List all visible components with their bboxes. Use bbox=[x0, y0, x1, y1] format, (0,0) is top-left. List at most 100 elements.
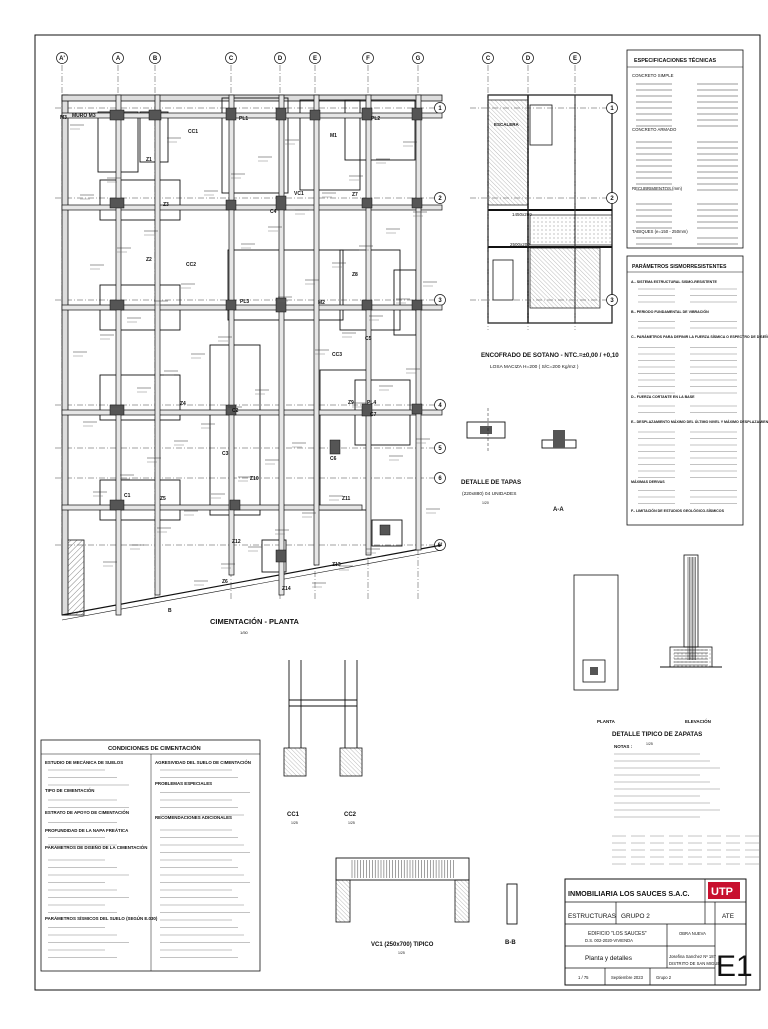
footing-title: DETALLE TIPICO DE ZAPATAS bbox=[612, 731, 702, 738]
basement-bubble-col-1-circle bbox=[522, 52, 534, 64]
grid-bubble-col-7-circle bbox=[412, 52, 424, 64]
vc1-beam-elevation: VC1 (250x700) TIPICO 1/25 B-B bbox=[335, 857, 518, 955]
plan-label-Z2: Z2 bbox=[146, 257, 152, 263]
plan-label-C7: C7 bbox=[370, 412, 377, 418]
cc2-label: CC2 bbox=[344, 812, 357, 818]
specs-tabiques: TABIQUES (e=150 - 250mm) bbox=[632, 229, 688, 234]
plan-element-labels: CC1CC2CC3M1M2M3Z1Z2Z3Z4Z5Z6Z7Z8Z9Z10Z11Z… bbox=[60, 115, 380, 592]
conditions-right-0: AGRESIVIDAD DEL SUELO DE CIMENTACIÓN bbox=[155, 760, 251, 765]
grid-bubble-row-5-circle bbox=[434, 472, 446, 484]
plan-label-CC1: CC1 bbox=[188, 129, 198, 135]
footing-plan-column bbox=[590, 667, 598, 675]
tb-date: Septiembre 2023 bbox=[611, 975, 644, 980]
plan-label-Z11: Z11 bbox=[342, 496, 351, 502]
column-25 bbox=[379, 524, 391, 536]
seismic-item-6: F.- LIMITACIÓN DE ESTUDIOS GEOLÓGICO-SÍS… bbox=[631, 508, 725, 513]
grid-bubble-row-3-label: 4 bbox=[438, 403, 442, 409]
tb-logo-bg bbox=[708, 882, 740, 899]
column-3 bbox=[275, 107, 287, 121]
basement-slab-b bbox=[529, 247, 601, 309]
vc1-section-label: B-B bbox=[505, 940, 516, 946]
basement-bubble-row-1-circle bbox=[606, 192, 618, 204]
basement-stair bbox=[487, 99, 529, 206]
tb-specialty: ESTRUCTURAS bbox=[568, 913, 616, 920]
tie-beams bbox=[61, 94, 443, 616]
typical-footing-detail: PLANTA ELEVACIÓN DETALLE TIPICO DE ZAPAT… bbox=[573, 554, 722, 746]
plan-label-CC3: CC3 bbox=[332, 352, 342, 358]
footing-7 bbox=[99, 374, 181, 421]
grid-bubble-col-7-label: G bbox=[416, 56, 421, 62]
column-15 bbox=[361, 299, 373, 311]
footing-5 bbox=[99, 179, 181, 221]
column-2 bbox=[225, 107, 237, 121]
plan-label-Z6: Z6 bbox=[222, 579, 228, 585]
basement-bubble-col-2-circle bbox=[569, 52, 581, 64]
column-11 bbox=[411, 197, 423, 209]
plan-label-C3: C3 bbox=[222, 451, 229, 457]
footing-rebar bbox=[674, 557, 708, 666]
plan-label-Z8: Z8 bbox=[352, 272, 358, 278]
conditions-right-items: AGRESIVIDAD DEL SUELO DE CIMENTACIÓN PROB… bbox=[155, 760, 251, 820]
seismic-item-4: E.- DESPLAZAMIENTO MÁXIMO DEL ÚLTIMO NIV… bbox=[631, 419, 768, 424]
cover-section-block bbox=[553, 430, 565, 448]
grid-bubble-row-2-label: 3 bbox=[438, 298, 442, 304]
tb-author: Grupo 2 bbox=[656, 975, 672, 980]
plan-label-Z9: Z9 bbox=[348, 400, 354, 406]
vc1-stirrups bbox=[351, 860, 454, 878]
notes-filler-lines bbox=[614, 753, 720, 818]
column-17 bbox=[109, 404, 125, 416]
plan-label-C5: C5 bbox=[365, 336, 372, 342]
plan-label-C6: C6 bbox=[330, 456, 337, 462]
grid-bubble-row-4-circle bbox=[434, 442, 446, 454]
technical-specs-panel: ESPECIFICACIONES TÉCNICAS CONCRETO SIMPL… bbox=[626, 49, 744, 249]
column-12 bbox=[109, 299, 125, 311]
footing-4 bbox=[344, 99, 416, 161]
tie-beam-sections: CC1 CC2 1/25 1/25 bbox=[283, 660, 363, 825]
seismic-params-panel: PARÁMETROS SISMORRESISTENTES A.- SISTEMA… bbox=[626, 255, 768, 526]
cover-title: DETALLE DE TAPAS bbox=[461, 479, 521, 486]
vc1-beam-body bbox=[335, 857, 470, 881]
seismic-item-3: D.- FUERZA CORTANTE EN LA BASE bbox=[631, 395, 695, 399]
cc1-label: CC1 bbox=[287, 812, 300, 818]
column-14 bbox=[275, 297, 287, 313]
tb-type: OBRA NUEVA bbox=[679, 931, 706, 936]
tb-sheet-number: E1 bbox=[716, 950, 753, 983]
basement-title: ENCOFRADO DE SOTANO - NTC.=±0,00 / +0,10 bbox=[481, 352, 619, 359]
cover-plan bbox=[466, 421, 506, 439]
conditions-right-2: RECOMENDACIONES ADICIONALES bbox=[155, 815, 232, 820]
plan-label-PL3: PL3 bbox=[240, 299, 249, 305]
conditions-left-5: PARÁMETROS SÍSMICOS DEL SUELO (SEGÚN E.0… bbox=[45, 916, 158, 921]
plan-label-Z13: Z13 bbox=[332, 562, 341, 568]
notes-panel: NOTAS : bbox=[612, 744, 759, 865]
plan-label-M1: M1 bbox=[330, 133, 337, 139]
tie-beam-10 bbox=[365, 94, 372, 556]
basement-bubble-col-0-label: C bbox=[486, 56, 491, 62]
vc1-scale: 1/25 bbox=[398, 951, 405, 955]
basement-bubble-row-2-label: 3 bbox=[610, 298, 614, 304]
perimeter-wall-bottom bbox=[61, 544, 443, 616]
seismic-item-2: C.- PARÁMETROS PARA DEFINIR LA FUERZA SÍ… bbox=[631, 334, 768, 339]
conditions-right-1: PROBLEMAS ESPECIALES bbox=[155, 781, 212, 786]
grid-bubble-col-4-circle bbox=[274, 52, 286, 64]
seismic-box bbox=[626, 255, 744, 526]
cc1-footing bbox=[283, 747, 307, 777]
column-16 bbox=[411, 299, 423, 311]
basement-bubble-row-0-label: 1 bbox=[610, 106, 614, 112]
plan-label-PL4: PL4 bbox=[367, 400, 376, 406]
plan-corner-label: MURO M3 bbox=[72, 113, 96, 119]
grid-bubble-col-2-circle bbox=[149, 52, 161, 64]
plan-label-Z1: Z1 bbox=[146, 157, 152, 163]
title-block: INMOBILIARIA LOS SAUCES S.A.C. UTP ESTRU… bbox=[564, 878, 753, 986]
specs-concreto-simple: CONCRETO SIMPLE bbox=[632, 73, 674, 78]
specs-filler-lines bbox=[636, 83, 738, 245]
column-13 bbox=[225, 299, 237, 311]
plan-label-C1: C1 bbox=[124, 493, 131, 499]
tb-project-sub: D.S. 002-2020-VIVIENDA bbox=[585, 938, 633, 943]
plan-label-Z5: Z5 bbox=[160, 496, 166, 502]
basement-core bbox=[529, 104, 553, 146]
tie-beam-1 bbox=[61, 204, 443, 211]
